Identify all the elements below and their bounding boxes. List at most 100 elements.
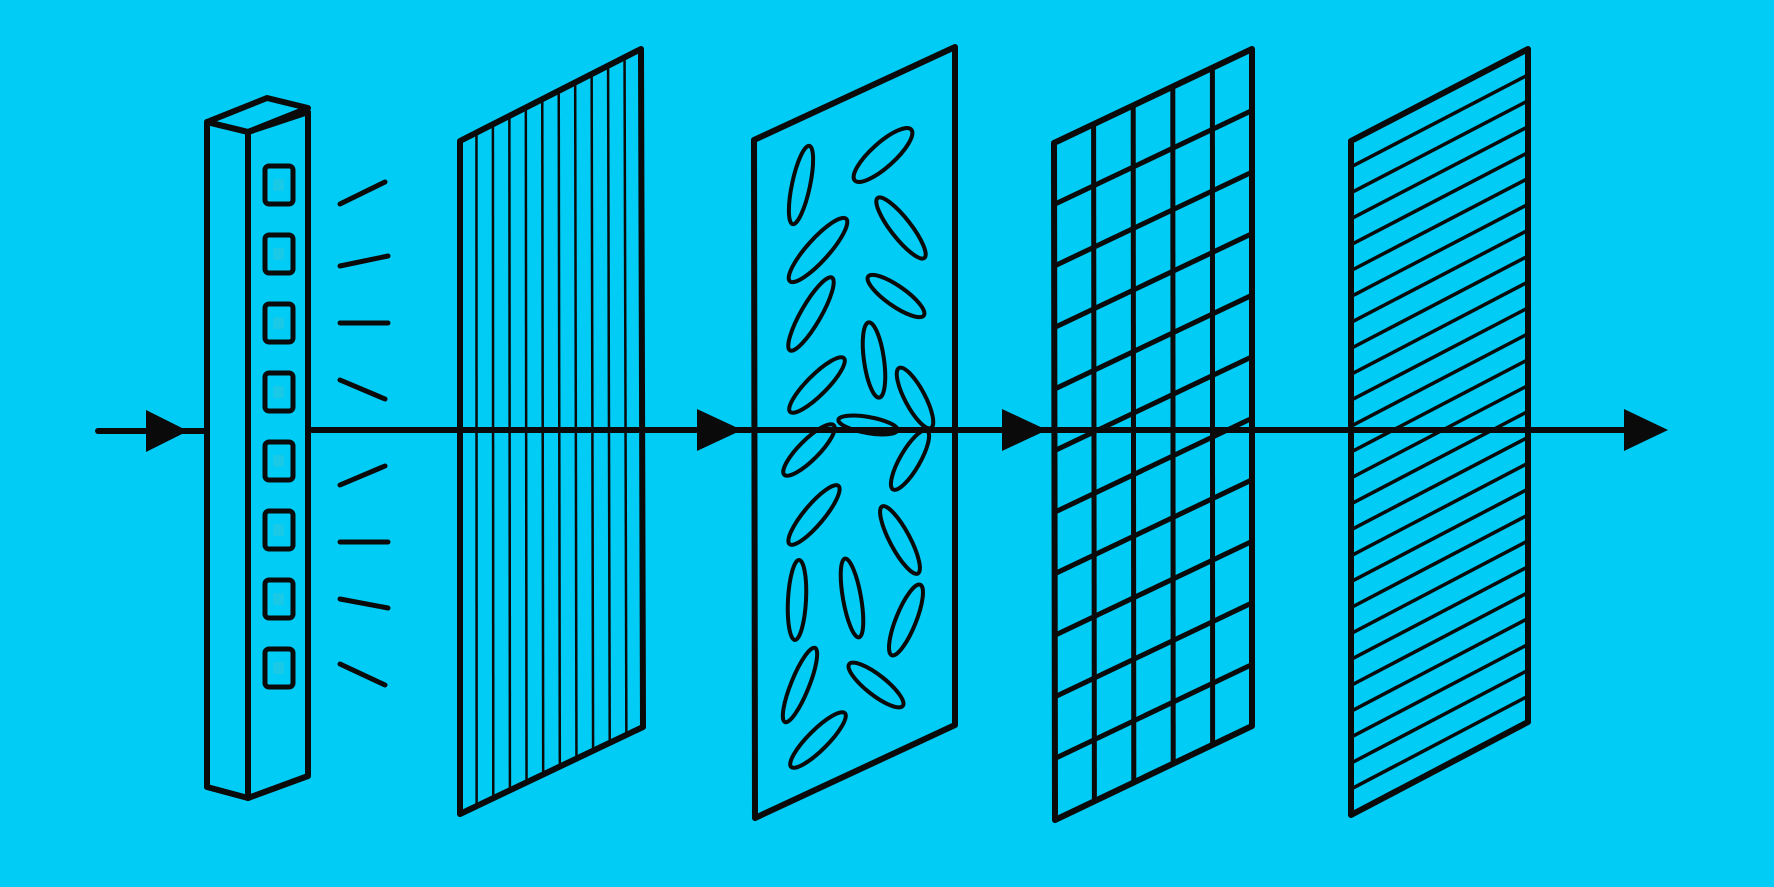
light-ray xyxy=(337,253,391,269)
led-emitter xyxy=(262,646,296,690)
crystal-molecule xyxy=(878,504,922,576)
grid-line xyxy=(1091,124,1097,802)
crystal-molecule xyxy=(865,272,927,320)
led-strip-icon xyxy=(204,95,311,801)
led-emitter xyxy=(262,577,296,621)
grid-line xyxy=(1053,416,1254,515)
panel-line xyxy=(1350,694,1529,791)
panel-line xyxy=(573,82,578,759)
panel-line xyxy=(1350,591,1529,687)
panel-line xyxy=(1350,358,1529,454)
panel-line xyxy=(1350,176,1529,273)
panel-line xyxy=(1350,461,1529,558)
panel-frame xyxy=(1051,46,1255,823)
panel-line xyxy=(1350,150,1529,247)
led-light xyxy=(273,455,284,467)
panel-line xyxy=(1350,202,1529,299)
light-ray xyxy=(337,377,388,402)
crystal-molecule xyxy=(788,710,848,770)
led-emitter xyxy=(262,232,296,276)
panel-line xyxy=(1350,668,1529,765)
panel-frame xyxy=(1348,46,1531,818)
led-light xyxy=(273,593,284,605)
panel-line xyxy=(508,115,512,791)
panel-line xyxy=(1350,332,1529,428)
crystal-molecule xyxy=(786,143,816,227)
panel-frame xyxy=(751,44,958,821)
crystal-molecule xyxy=(894,365,936,431)
panel-line xyxy=(1350,487,1529,584)
grid-line xyxy=(1053,108,1254,207)
arrow-right-icon xyxy=(697,409,742,451)
led-light xyxy=(273,662,284,674)
led-light xyxy=(273,248,284,260)
led-strip-top-face xyxy=(204,95,311,135)
panel-frame xyxy=(457,46,646,817)
grid-line xyxy=(1053,292,1254,392)
panel-lines xyxy=(475,57,628,807)
grid-panel-icon xyxy=(1051,46,1255,823)
grid-line xyxy=(1053,600,1254,700)
arrow-right-icon xyxy=(1624,409,1668,451)
crystal-molecule xyxy=(851,126,915,184)
light-ray xyxy=(337,596,391,611)
panel-line xyxy=(1350,73,1529,169)
crystal-molecule xyxy=(786,215,850,285)
light-path-line xyxy=(95,427,1643,434)
panel-line xyxy=(1350,616,1529,713)
ellipses-panel-icon xyxy=(751,44,958,821)
crystal-molecule xyxy=(786,275,836,353)
panel-lines xyxy=(1350,73,1529,791)
panel-line xyxy=(1350,513,1529,610)
led-emitter xyxy=(262,439,296,483)
panel-line xyxy=(557,90,562,767)
light-ray xyxy=(337,179,388,207)
led-emitter xyxy=(262,163,296,207)
panel-line xyxy=(1350,642,1529,739)
grid-line xyxy=(1053,354,1254,453)
grid-line xyxy=(1053,477,1254,577)
arrowheads xyxy=(146,409,1668,452)
grid-line xyxy=(1053,539,1254,638)
light-rays xyxy=(337,179,391,688)
panel-line xyxy=(1350,125,1529,221)
panel-line xyxy=(1350,254,1529,350)
arrow-right-icon xyxy=(1002,409,1047,451)
crystal-molecule xyxy=(874,195,928,261)
led-emitters xyxy=(262,163,296,690)
led-light xyxy=(273,317,284,329)
light-ray xyxy=(337,463,388,488)
grid-line xyxy=(1053,169,1254,269)
led-light xyxy=(273,179,284,191)
crystal-molecule xyxy=(838,556,866,640)
led-light xyxy=(273,524,284,536)
grid-line xyxy=(1130,105,1137,783)
panel-line xyxy=(1350,539,1529,636)
crystal-molecule xyxy=(787,355,847,415)
crystal-molecule xyxy=(860,320,888,400)
crystal-molecule xyxy=(786,483,842,547)
panel-line xyxy=(623,57,628,735)
pixel-grid-lines xyxy=(1053,67,1254,802)
led-emitter xyxy=(262,370,296,414)
grid-line xyxy=(1053,662,1254,761)
crystal-molecule xyxy=(887,582,925,658)
panel-line xyxy=(1350,280,1529,376)
crystal-molecule xyxy=(785,558,809,642)
led-light xyxy=(273,386,284,398)
panel-line xyxy=(1350,99,1529,195)
led-emitter xyxy=(262,301,296,345)
horizontal-lines-panel-icon xyxy=(1348,46,1531,818)
panel-line xyxy=(1350,228,1529,325)
panel-line xyxy=(1350,306,1529,402)
panel-line xyxy=(1350,409,1529,506)
panel-line xyxy=(524,107,528,783)
grid-line xyxy=(1053,231,1254,330)
vertical-lines-panel-icon xyxy=(457,46,646,817)
panel-line xyxy=(1350,565,1529,662)
crystal-molecule xyxy=(781,422,837,478)
panel-line xyxy=(1350,435,1529,532)
